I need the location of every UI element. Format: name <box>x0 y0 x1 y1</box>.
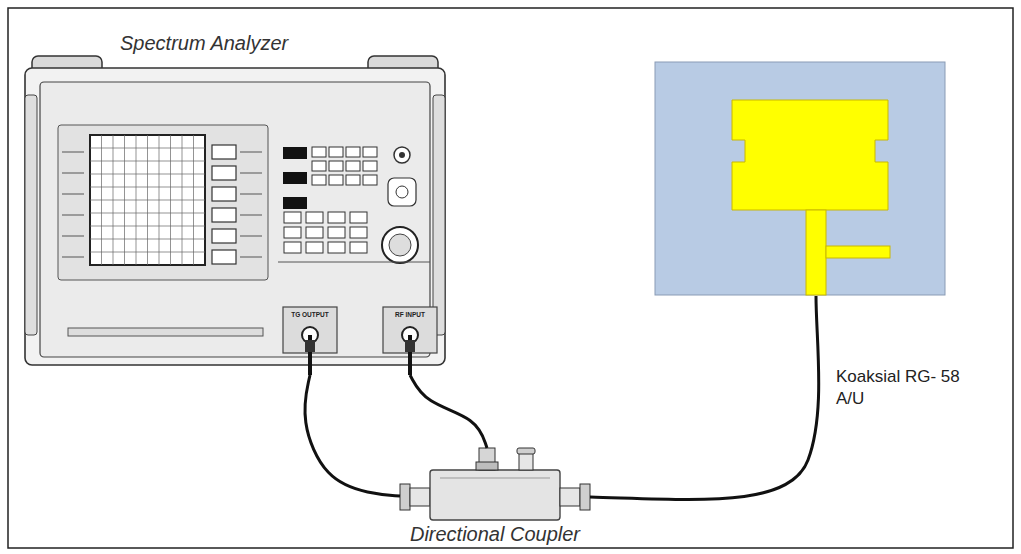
device-name: Directional Coupler <box>410 523 580 546</box>
instrument-box: Spectrum Analyzer <box>20 30 450 375</box>
coupler-box: Directional Coupler <box>400 448 590 548</box>
port-label: RF INPUT <box>385 311 435 318</box>
frame <box>8 8 1013 548</box>
port-label: TG OUTPUT <box>285 311 335 318</box>
cable-label: Koaksial RG- 58 A/U <box>836 366 962 410</box>
directional-coupler-drawing <box>400 448 590 520</box>
microstrip-antenna <box>655 62 945 295</box>
spectrum-analyzer-drawing <box>25 56 445 375</box>
rf-cable <box>410 375 487 448</box>
coax-cable <box>590 296 819 499</box>
rf-cable <box>305 375 400 496</box>
device-name: Spectrum Analyzer <box>120 32 288 55</box>
